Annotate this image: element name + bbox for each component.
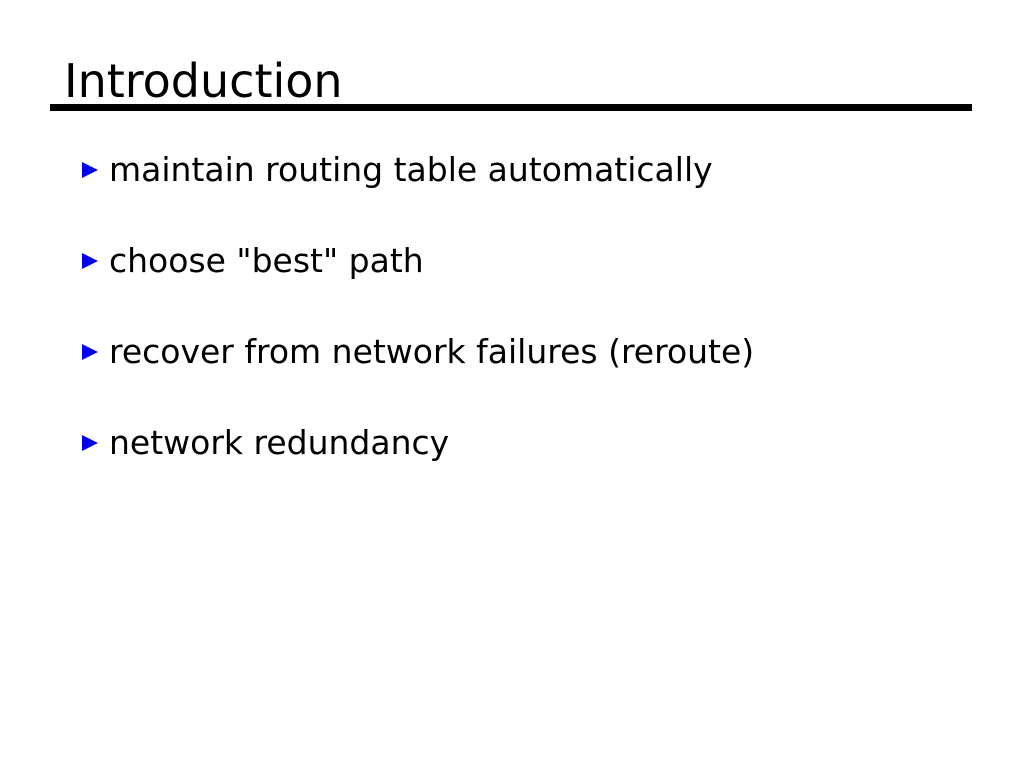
bullet-text: recover from network failures (reroute) <box>109 332 755 371</box>
bullet-item: recover from network failures (reroute) <box>82 332 982 372</box>
bullet-text: maintain routing table automatically <box>109 150 713 189</box>
bullet-text: network redundancy <box>109 423 450 462</box>
bullet-triangle-icon <box>82 435 98 451</box>
bullet-item: choose "best" path <box>82 241 982 281</box>
bullet-item: maintain routing table automatically <box>82 150 982 190</box>
bullet-item: network redundancy <box>82 423 982 463</box>
title-underline <box>50 104 972 111</box>
bullet-text: choose "best" path <box>109 241 424 280</box>
slide-title: Introduction <box>64 54 343 108</box>
bullet-triangle-icon <box>82 344 98 360</box>
bullet-triangle-icon <box>82 253 98 269</box>
bullet-triangle-icon <box>82 162 98 178</box>
bullet-list: maintain routing table automatically cho… <box>82 150 982 463</box>
